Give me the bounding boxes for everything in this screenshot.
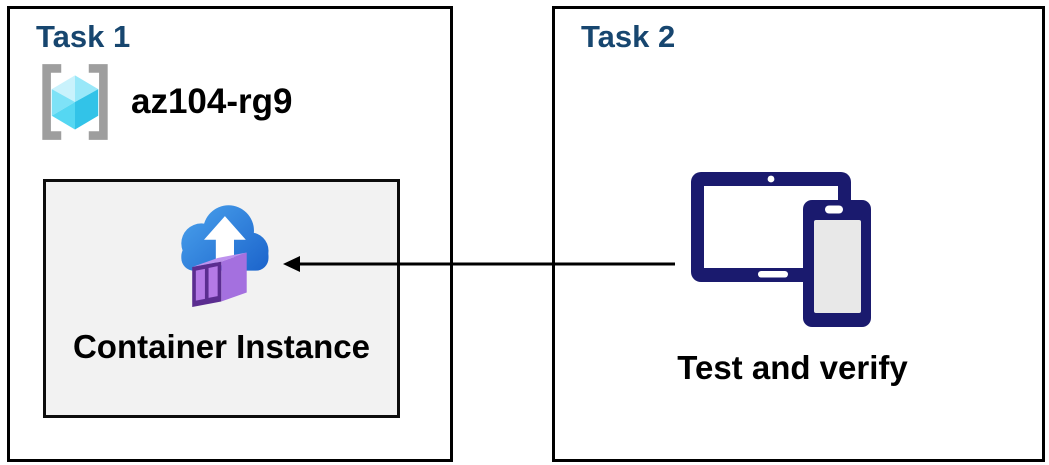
connector-arrow [283,256,675,272]
devices-icon [691,172,871,327]
task2-title: Task 2 [581,19,676,54]
resource-group-icon [42,64,108,140]
task1-panel: Task 1 az104-rg9 [7,6,453,462]
resource-group-name: az104-rg9 [131,82,293,121]
task2-panel: Task 2 Test and verify [552,6,1045,462]
test-and-verify-label: Test and verify [677,349,908,386]
container-instance-label: Container Instance [72,328,371,365]
container-instances-icon [181,205,269,307]
task1-title: Task 1 [36,19,131,54]
container-instance-box: Container Instance [43,179,400,418]
